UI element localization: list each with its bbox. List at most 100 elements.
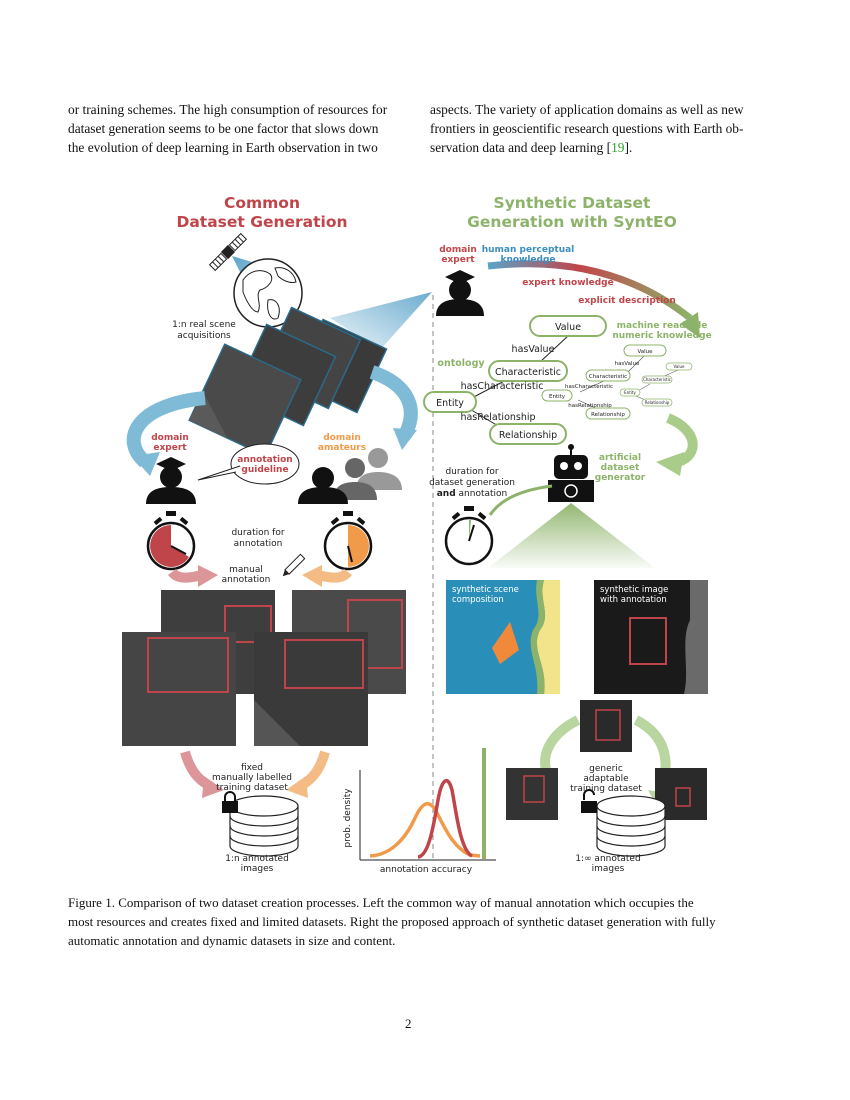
- svg-text:Value: Value: [637, 349, 653, 355]
- red-density-curve: [417, 779, 474, 859]
- svg-text:Relationship: Relationship: [645, 400, 670, 405]
- ontology-label: ontology: [437, 358, 485, 369]
- svg-text:Characteristic: Characteristic: [589, 374, 627, 380]
- knowledge-arrow: [487, 260, 693, 321]
- expert-knowledge-beam: [330, 292, 432, 350]
- text-line: or training schemes. The high consumptio…: [68, 102, 388, 117]
- one-n-label: images: [241, 864, 274, 874]
- plot-xlabel: annotation accuracy: [380, 865, 473, 875]
- orange-density-curve: [369, 801, 481, 858]
- generic-dataset-label: adaptable: [583, 774, 629, 784]
- svg-text:Value: Value: [674, 364, 686, 369]
- svg-text:guideline: guideline: [241, 465, 288, 475]
- flow-arrow-right: [369, 365, 418, 439]
- ontology-edge-hasvalue: hasValue: [512, 344, 555, 355]
- pencil-icon: [282, 553, 306, 577]
- ontology-node-entity: Entity: [436, 398, 464, 409]
- generic-dataset-label: generic: [589, 764, 623, 774]
- expert-avatar-icon: [146, 457, 196, 504]
- duration-annotation-label: annotation: [234, 539, 283, 549]
- real-scene-stack: [188, 306, 388, 457]
- domain-expert-label: expert: [441, 255, 475, 265]
- ontology-node-characteristic: Characteristic: [495, 367, 561, 378]
- flow-arrow-stopwatch: [488, 484, 553, 516]
- one-inf-label: 1:∞ annotated: [575, 854, 640, 864]
- plot-ylabel: prob. density: [343, 788, 353, 848]
- citation-link[interactable]: 19: [611, 140, 625, 155]
- tiny-ontology-graph: Value Characteristic Entity Relationship: [619, 362, 693, 407]
- stopwatch-icon-generation: [444, 506, 494, 566]
- expert-avatar-icon: [436, 270, 484, 316]
- left-title: Dataset Generation: [176, 213, 347, 231]
- duration-generation-label: and annotation: [437, 489, 508, 499]
- svg-text:Characteristic: Characteristic: [643, 377, 671, 382]
- expert-knowledge-label: expert knowledge: [522, 278, 613, 288]
- database-icon-generic: [596, 795, 666, 857]
- amateurs-group-icon: [298, 448, 402, 504]
- fixed-dataset-label: fixed: [241, 763, 263, 773]
- real-scene-label: acquisitions: [177, 331, 231, 341]
- ontology-graph: Value hasValue Characteristic hasCharact…: [423, 315, 607, 445]
- ontology-edge-hasrelationship: hasRelationship: [460, 412, 535, 423]
- real-scene-label: 1:n real scene: [172, 320, 236, 330]
- fixed-dataset-label: manually labelled: [212, 773, 292, 783]
- manual-annotation-label: manual: [229, 565, 263, 575]
- svg-text:with annotation: with annotation: [600, 595, 667, 605]
- text-line: dataset generation seems to be one facto…: [68, 121, 379, 136]
- svg-text:Entity: Entity: [624, 390, 636, 395]
- explicit-description-label: explicit description: [578, 296, 676, 306]
- generator-beam: [488, 503, 655, 568]
- text-line: aspects. The variety of application doma…: [430, 102, 744, 117]
- fixed-dataset-label: training dataset: [216, 783, 288, 793]
- ontology-edge-hascharacteristic: hasCharacteristic: [461, 381, 544, 392]
- one-n-label: 1:n annotated: [225, 854, 289, 864]
- domain-amateurs-label: domain: [323, 433, 361, 443]
- right-title: Generation with SyntEO: [467, 213, 677, 231]
- globe-icon: [233, 258, 303, 328]
- flow-arrow-left: [126, 391, 206, 468]
- annotation-guideline-bubble: annotation guideline: [197, 443, 300, 485]
- flow-arrow-red: [168, 568, 204, 583]
- ontology-node-value: Value: [555, 322, 581, 333]
- small-ontology-graph: Value hasValue Characteristic hasCharact…: [541, 344, 667, 420]
- svg-text:composition: composition: [452, 595, 504, 605]
- machine-readable-label: numeric knowledge: [612, 331, 711, 341]
- ontology-node-relationship: Relationship: [499, 430, 557, 441]
- svg-text:annotation: annotation: [237, 455, 292, 465]
- svg-text:Relationship: Relationship: [591, 412, 625, 418]
- text-line: the evolution of deep learning in Earth …: [68, 140, 378, 155]
- svg-text:synthetic image: synthetic image: [600, 585, 668, 595]
- synthetic-scene-composition: synthetic scene composition: [446, 580, 560, 694]
- svg-text:hasRelationship: hasRelationship: [568, 403, 612, 409]
- flow-arrow-cycle: [540, 715, 581, 778]
- duration-generation-label: dataset generation: [429, 478, 515, 488]
- svg-text:synthetic scene: synthetic scene: [452, 585, 519, 595]
- lock-closed-icon: [222, 791, 238, 813]
- artificial-generator-label: generator: [595, 473, 646, 483]
- human-perceptual-label: knowledge: [500, 255, 555, 265]
- page-number: 2: [405, 1016, 412, 1031]
- figure-caption: Figure 1. Comparison of two dataset crea…: [68, 895, 716, 948]
- duration-annotation-label: duration for: [231, 528, 284, 538]
- manual-annotation-label: annotation: [222, 575, 271, 585]
- generic-dataset-label: training dataset: [570, 784, 642, 794]
- synthetic-image-annotated: synthetic image with annotation: [594, 580, 708, 694]
- stopwatch-icon-amateurs: [323, 511, 373, 571]
- annotated-images-left: [122, 590, 406, 746]
- svg-text:hasValue: hasValue: [615, 361, 640, 367]
- left-column-text: or training schemes. The high consumptio…: [68, 100, 398, 157]
- text-line: frontiers in geoscientific research ques…: [430, 121, 744, 136]
- machine-readable-label: machine readable: [617, 321, 708, 331]
- generic-dataset-images: [506, 700, 707, 820]
- right-column-text: aspects. The variety of application doma…: [430, 100, 760, 157]
- domain-amateurs-label: amateurs: [318, 443, 366, 453]
- svg-text:Entity: Entity: [549, 394, 566, 400]
- right-title: Synthetic Dataset: [494, 194, 651, 212]
- artificial-generator-label: artificial: [599, 453, 641, 463]
- domain-expert-label: expert: [153, 443, 187, 453]
- left-title: Common: [224, 194, 300, 212]
- robot-icon: [548, 444, 594, 502]
- duration-generation-label: duration for: [445, 467, 498, 477]
- flow-arrow-orange: [316, 568, 352, 583]
